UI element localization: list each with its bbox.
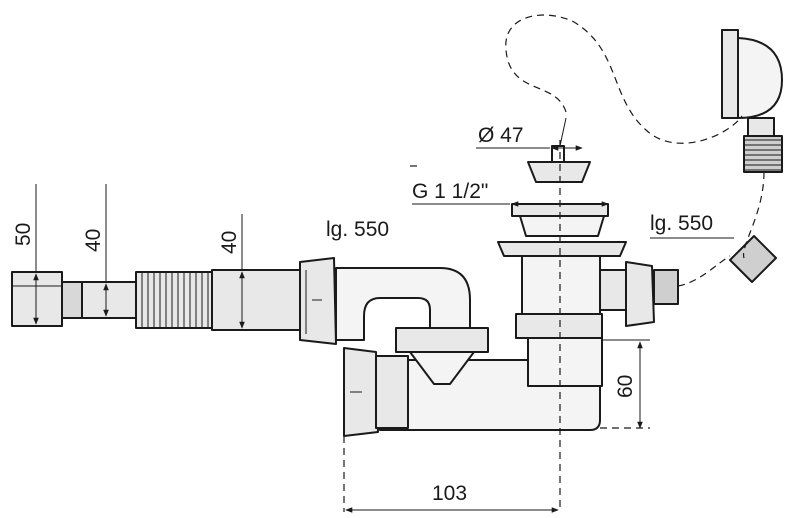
vertical-riser: [515, 251, 603, 387]
bottom-outlet-nut: [343, 347, 409, 437]
label-diameter: Ø 47: [478, 124, 524, 147]
overflow-hose-end: [729, 235, 777, 283]
center-lines: [343, 140, 650, 512]
label-length-left: lg. 550: [326, 218, 389, 241]
label-dim-40-pipe: 40: [82, 229, 105, 252]
label-width-103: 103: [432, 482, 467, 505]
label-height-60: 60: [614, 375, 637, 398]
bath-overflow-cap-icon: [721, 29, 783, 173]
label-dim-40-hose: 40: [218, 231, 241, 254]
left-union-nut: [299, 257, 337, 345]
overflow-connection: [599, 261, 679, 327]
outlet-pipe-40: [61, 281, 137, 319]
label-length-right: lg. 550: [650, 212, 713, 235]
label-thread: G 1 1/2": [412, 180, 488, 203]
dimension-60: [602, 339, 650, 429]
outlet-pipe-50: [11, 271, 63, 327]
connection-paths: [505, 14, 765, 287]
drain-plug-icon: [527, 117, 591, 183]
top-cleanout-nut: [395, 327, 489, 385]
corrugated-hose: [135, 271, 213, 329]
drain-flange: [497, 203, 627, 257]
hose-connector-40: [211, 269, 305, 331]
upper-bend-pipe: [335, 267, 471, 341]
label-dim-50: 50: [12, 223, 35, 246]
